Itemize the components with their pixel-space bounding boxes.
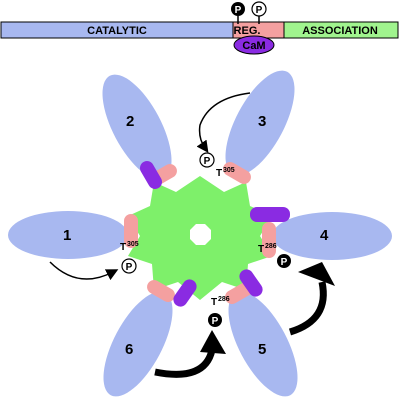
lobe-5 bbox=[228, 291, 298, 397]
regulatory-segment-3 bbox=[223, 162, 251, 184]
arrow-1-to-t305 bbox=[49, 261, 119, 281]
svg-text:P: P bbox=[212, 316, 219, 327]
phospho-label-open: P bbox=[256, 5, 263, 16]
lobe-3 bbox=[225, 70, 295, 176]
calmodulin-2 bbox=[140, 161, 162, 189]
subunit-number-4: 4 bbox=[320, 227, 329, 244]
calmodulin-label: CaM bbox=[242, 40, 265, 52]
calmodulin-5 bbox=[239, 269, 263, 297]
lobe-4 bbox=[272, 212, 392, 260]
svg-text:305: 305 bbox=[223, 167, 235, 174]
regulatory-segment-4 bbox=[262, 222, 276, 258]
svg-text:T: T bbox=[211, 297, 217, 308]
arrow-3-to-t305 bbox=[196, 92, 251, 153]
svg-text:T: T bbox=[120, 242, 126, 253]
subunit-number-1: 1 bbox=[63, 227, 71, 244]
association-domain-label: ASSOCIATION bbox=[302, 25, 378, 37]
arrow-5-to-t286 bbox=[288, 262, 335, 336]
site-label-t286-subunit-5: T 286 bbox=[211, 296, 230, 308]
svg-text:P: P bbox=[126, 262, 133, 273]
subunit-number-5: 5 bbox=[258, 341, 266, 358]
subunit-number-6: 6 bbox=[125, 341, 133, 358]
site-label-t305-subunit-1: T 305 bbox=[120, 241, 139, 253]
subunit-number-3: 3 bbox=[258, 113, 266, 130]
domain-bar: CATALYTIC REG. ASSOCIATION CaM P P bbox=[0, 1, 399, 55]
association-domain-bar bbox=[283, 21, 399, 39]
svg-text:286: 286 bbox=[218, 296, 230, 303]
hub-pore bbox=[190, 224, 211, 245]
calmodulin-domains bbox=[140, 161, 290, 307]
svg-text:286: 286 bbox=[265, 243, 277, 250]
svg-text:T: T bbox=[216, 168, 222, 179]
svg-text:305: 305 bbox=[127, 241, 139, 248]
phospho-marker-subunit-5: P bbox=[208, 313, 222, 327]
svg-text:P: P bbox=[281, 257, 288, 268]
svg-text:T: T bbox=[258, 244, 264, 255]
site-label-t286-subunit-4: T 286 bbox=[258, 243, 277, 255]
calmodulin-4 bbox=[250, 207, 290, 222]
phospho-label-filled: P bbox=[235, 5, 242, 16]
regulatory-segment-1 bbox=[124, 214, 138, 248]
calmodulin-ellipse bbox=[233, 35, 275, 55]
calmodulin-6 bbox=[173, 279, 197, 307]
phospho-circle-filled bbox=[231, 2, 245, 16]
site-label-t305-subunit-3: T 305 bbox=[216, 167, 235, 179]
regulatory-domain-label: REG. bbox=[234, 25, 261, 37]
lobe-6 bbox=[103, 291, 173, 397]
arrow-6-to-t286 bbox=[154, 330, 226, 378]
lobe-2 bbox=[102, 74, 172, 180]
phospho-marker-subunit-1: P bbox=[121, 258, 137, 274]
catalytic-lobes bbox=[8, 70, 392, 397]
subunit-number-2: 2 bbox=[126, 113, 134, 130]
catalytic-domain-label: CATALYTIC bbox=[87, 25, 147, 37]
phospho-marker-subunit-4: P bbox=[277, 254, 291, 268]
phospho-circle-open bbox=[251, 1, 267, 17]
phospho-marker-subunit-3: P bbox=[199, 152, 215, 168]
lobe-1 bbox=[8, 211, 128, 259]
svg-text:P: P bbox=[204, 156, 211, 167]
regulatory-segment-6 bbox=[147, 280, 175, 302]
